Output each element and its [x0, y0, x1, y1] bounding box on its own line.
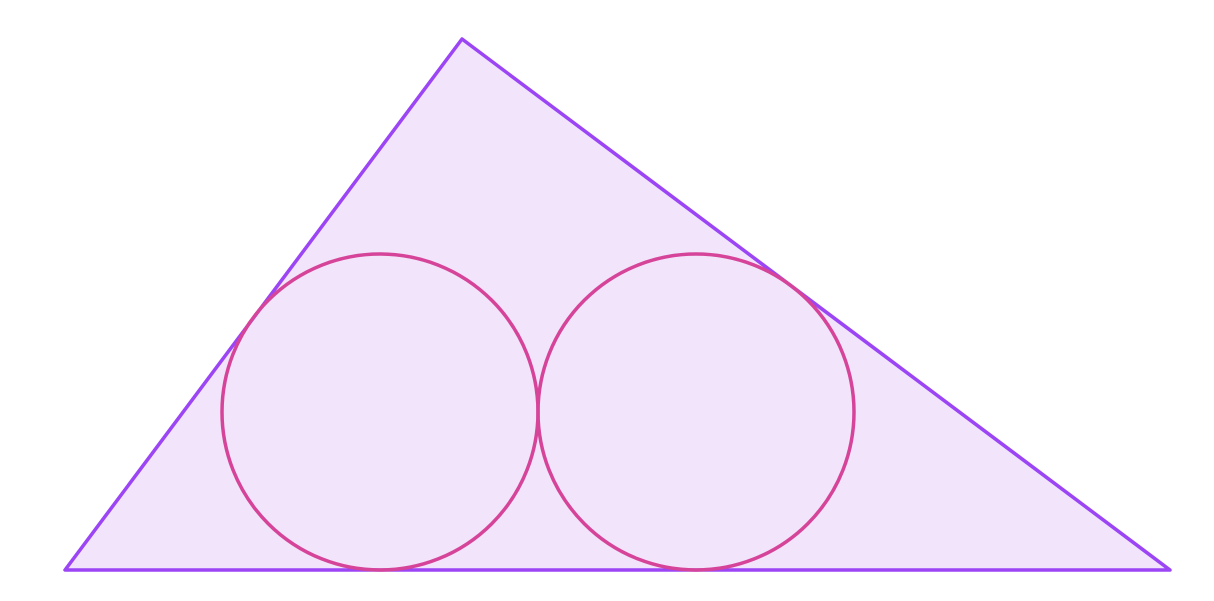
right-circle [536, 252, 856, 572]
enclosing-triangle [63, 37, 1172, 572]
